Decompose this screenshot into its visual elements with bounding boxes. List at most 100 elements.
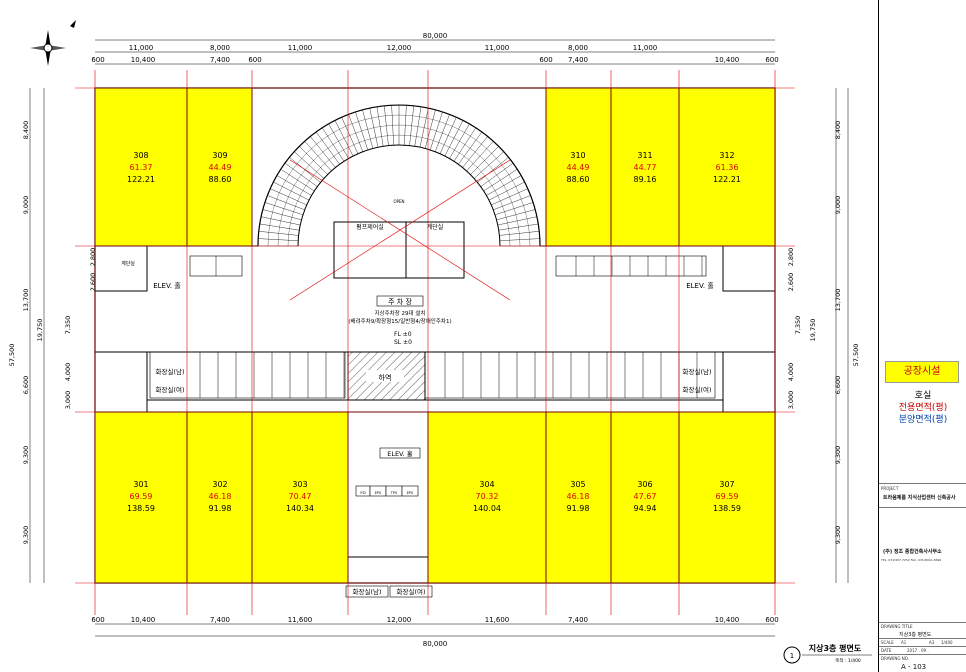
pd-label: P.D bbox=[360, 491, 366, 495]
unit-307 bbox=[678, 411, 776, 584]
dim-sub-6: 7,400 bbox=[568, 56, 588, 64]
unit-301 bbox=[94, 411, 188, 584]
ramp-step bbox=[261, 216, 301, 226]
unit-305-sale: 91.98 bbox=[567, 504, 590, 513]
ramp-step bbox=[430, 111, 443, 151]
stair-room-center bbox=[405, 221, 465, 279]
wc-f-bottom: 화장실(여) bbox=[397, 587, 426, 596]
unit-306-exclusive: 47.67 bbox=[634, 492, 657, 501]
stair-label-left: 계단실 bbox=[121, 260, 135, 267]
unit-312-sale: 122.21 bbox=[713, 175, 741, 184]
ramp-step bbox=[494, 202, 534, 215]
pump-room-label: 펌프제어실 bbox=[356, 223, 384, 231]
ramp-step bbox=[439, 117, 457, 154]
svg-text:지상3층 평면도: 지상3층 평면도 bbox=[809, 643, 862, 653]
ramp-step bbox=[304, 141, 332, 172]
dim-top-0: 11,000 bbox=[129, 44, 154, 52]
ramp-step bbox=[391, 105, 394, 146]
unit-304-no: 304 bbox=[479, 480, 494, 489]
unit-310-exclusive: 44.49 bbox=[567, 163, 590, 172]
dim-bot-7: 10,400 bbox=[715, 616, 740, 624]
red-reference-lines bbox=[75, 70, 795, 615]
floor-plan-drawing: 펌프제어실 계단실 OPEN 하역 주 차 장 지상주차장 29대 설치 (배려… bbox=[8, 20, 872, 664]
legend-sale: 분양면적(평) bbox=[898, 415, 948, 425]
center-core bbox=[347, 411, 429, 558]
ramp-step bbox=[435, 114, 450, 152]
ramp-step bbox=[444, 120, 464, 157]
unit-301-exclusive: 69.59 bbox=[130, 492, 153, 501]
ramp-step bbox=[315, 131, 340, 165]
parking-line1: 지상주차장 29대 설치 bbox=[375, 309, 426, 317]
dim-top-5: 8,000 bbox=[568, 44, 588, 52]
unit-303-exclusive: 70.47 bbox=[289, 492, 312, 501]
ramp-step bbox=[276, 175, 312, 196]
pump-room bbox=[333, 221, 407, 279]
ramp-step bbox=[499, 231, 540, 236]
unit-301-sale: 138.59 bbox=[127, 504, 155, 513]
unit-304 bbox=[427, 411, 547, 584]
ramp-step bbox=[355, 111, 368, 151]
dim-top-4: 11,000 bbox=[485, 44, 510, 52]
wc-m-left: 화장실(남) bbox=[156, 367, 185, 376]
unit-302-sale: 91.98 bbox=[209, 504, 232, 513]
ramp-step bbox=[348, 114, 363, 152]
dim-text-right: 8,400 9,000 2,800 2,600 13,700 7,350 19,… bbox=[787, 121, 860, 545]
unit-308-no: 308 bbox=[133, 151, 148, 160]
sl-label: SL ±0 bbox=[394, 339, 412, 346]
svg-text:2,800: 2,800 bbox=[787, 248, 795, 267]
unit-303 bbox=[251, 411, 349, 584]
tb-date: DATE 2017 . 09 . bbox=[879, 646, 966, 654]
unit-309 bbox=[186, 87, 253, 247]
svg-text:4,000: 4,000 bbox=[64, 363, 72, 382]
ramp-step bbox=[280, 169, 315, 192]
eps-label: EPS bbox=[375, 491, 382, 495]
svg-text:57,500: 57,500 bbox=[852, 344, 860, 367]
svg-text:19,750: 19,750 bbox=[809, 319, 817, 342]
unit-311-sale: 89.16 bbox=[634, 175, 657, 184]
ramp-step bbox=[493, 195, 531, 210]
ramp-step bbox=[466, 141, 494, 172]
dim-sub-4: 600 bbox=[539, 56, 552, 64]
ramp-step bbox=[458, 131, 483, 165]
unit-306-no: 306 bbox=[637, 480, 652, 489]
ramp-step bbox=[491, 188, 528, 206]
dim-bot-3: 11,600 bbox=[288, 616, 313, 624]
north-arrow-icon bbox=[30, 20, 76, 66]
svg-text:2,800: 2,800 bbox=[89, 248, 97, 267]
svg-text:축척 : 1/400: 축척 : 1/400 bbox=[835, 657, 861, 664]
ramp-step bbox=[267, 195, 305, 210]
unit-307-exclusive: 69.59 bbox=[716, 492, 739, 501]
svg-text:9,300: 9,300 bbox=[834, 446, 842, 465]
wc-f-right: 화장실(여) bbox=[683, 385, 712, 394]
svg-text:8,400: 8,400 bbox=[22, 121, 30, 140]
unit-311-exclusive: 44.77 bbox=[634, 163, 657, 172]
legend-exclusive: 전용면적(평) bbox=[898, 403, 948, 413]
wc-m-right: 화장실(남) bbox=[683, 367, 712, 376]
wc-f-left: 화장실(여) bbox=[156, 385, 185, 394]
unit-308-sale: 122.21 bbox=[127, 175, 155, 184]
ramp-step bbox=[259, 223, 300, 231]
svg-text:57,500: 57,500 bbox=[8, 344, 16, 367]
unit-304-exclusive: 70.32 bbox=[476, 492, 499, 501]
ramp-step bbox=[299, 146, 328, 175]
dim-top-2: 11,000 bbox=[288, 44, 313, 52]
ramp-step bbox=[369, 108, 379, 148]
ramp-step bbox=[273, 181, 310, 201]
ramp-step bbox=[376, 106, 384, 147]
ramp-step bbox=[470, 146, 499, 175]
svg-text:9,300: 9,300 bbox=[22, 526, 30, 545]
fl-label: FL ±0 bbox=[394, 331, 412, 338]
ramp-step bbox=[284, 162, 318, 187]
ramp-step bbox=[477, 157, 509, 183]
dim-overall-top: 80,000 bbox=[423, 32, 448, 40]
dim-bot-4: 12,000 bbox=[387, 616, 412, 624]
unit-310-sale: 88.60 bbox=[567, 175, 590, 184]
unit-312-no: 312 bbox=[719, 151, 734, 160]
ramp-step bbox=[414, 106, 422, 147]
dim-overall-bottom: 80,000 bbox=[423, 640, 448, 648]
unit-305 bbox=[545, 411, 612, 584]
unit-309-exclusive: 44.49 bbox=[209, 163, 232, 172]
ramp-step bbox=[453, 127, 476, 162]
ramp-step bbox=[258, 231, 299, 236]
ramp-step bbox=[322, 127, 345, 162]
